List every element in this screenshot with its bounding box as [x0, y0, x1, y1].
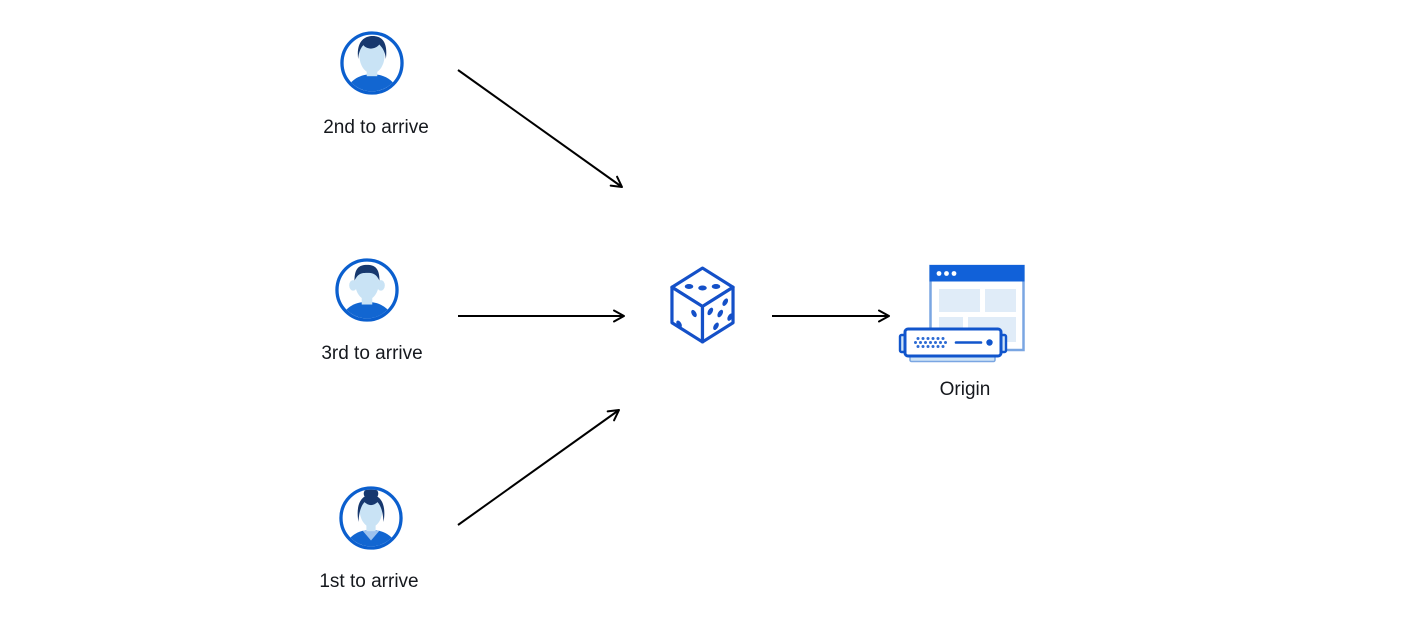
visitor-second-label: 2nd to arrive — [323, 117, 429, 138]
male-user-avatar-icon — [340, 31, 404, 95]
visitor-third-label: 3rd to arrive — [321, 343, 423, 364]
female-user-avatar-icon — [339, 486, 403, 550]
node-origin — [898, 262, 1030, 369]
node-visitor-third — [334, 257, 400, 328]
server-icon — [898, 327, 1008, 363]
origin-server-browser-icon — [898, 264, 1025, 363]
node-visitor-first — [338, 485, 404, 556]
node-dice — [667, 263, 738, 352]
male-user-avatar-icon — [335, 258, 399, 322]
arrow-visitor-first-to-dice — [457, 409, 620, 526]
origin-label: Origin — [939, 379, 991, 400]
dice-icon — [670, 266, 735, 344]
arrow-visitor-second-to-dice — [457, 69, 623, 188]
node-visitor-second — [339, 30, 405, 101]
visitor-first-label: 1st to arrive — [319, 571, 419, 592]
